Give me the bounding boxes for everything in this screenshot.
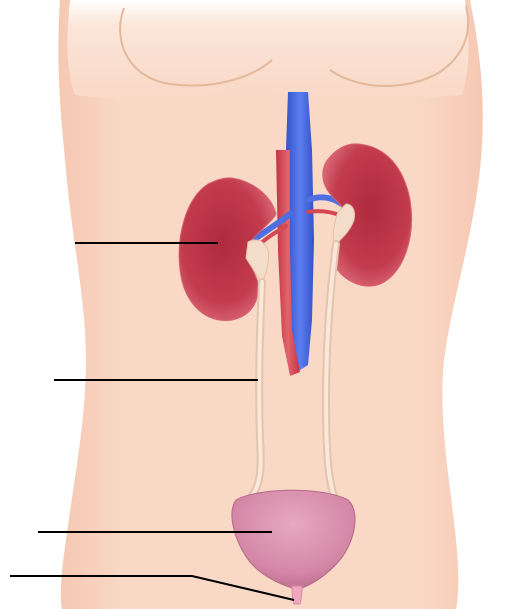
urethra <box>292 586 302 604</box>
